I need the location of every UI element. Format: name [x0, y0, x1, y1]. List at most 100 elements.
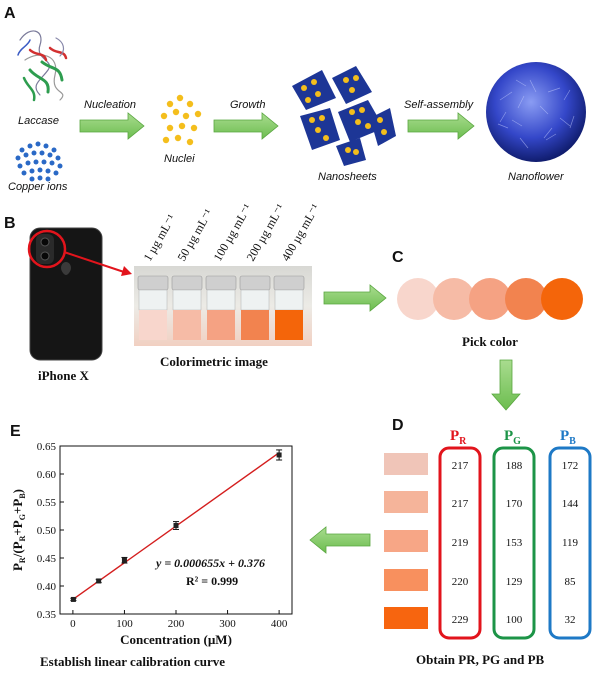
pick-color-label: Pick color [462, 334, 518, 349]
vial [273, 275, 305, 340]
pr-column-frame [438, 446, 482, 640]
data-point [121, 557, 127, 563]
pr-value: 220 [452, 576, 469, 588]
x-tick-label: 400 [271, 618, 288, 630]
picked-color-circle [505, 278, 547, 320]
vial [205, 275, 237, 340]
panel-label-a: A [4, 5, 16, 22]
photo-to-color-arrow [323, 284, 387, 312]
pb-value: 85 [565, 576, 577, 588]
header-pr: PR [450, 428, 467, 447]
pr-values: 217 217 219 220 229 [452, 460, 469, 626]
self-assembly-label: Self-assembly [404, 99, 475, 111]
color-swatch [384, 569, 428, 591]
growth-arrow [213, 112, 279, 140]
x-tick-label: 300 [219, 618, 236, 630]
pg-value: 129 [506, 576, 523, 588]
picked-color-circle [397, 278, 439, 320]
pb-value: 119 [562, 537, 579, 549]
color-swatch [384, 530, 428, 552]
picked-color-circle [541, 278, 583, 320]
y-tick-label: 0.35 [37, 609, 57, 621]
x-tick-label: 200 [168, 618, 185, 630]
nanoflower-icon [486, 62, 586, 162]
copper-ions-icon [15, 141, 63, 182]
y-tick-label: 0.55 [37, 497, 57, 509]
nanosheets-label: Nanosheets [318, 171, 377, 183]
picked-color-circle [469, 278, 511, 320]
concentration-label: 1 µg mL⁻¹ [140, 212, 178, 264]
data-point [70, 596, 76, 602]
chart-caption: Establish linear calibration curve [40, 654, 225, 669]
color-swatch [384, 607, 428, 629]
iphone-icon [29, 227, 103, 361]
pr-value: 219 [452, 537, 469, 549]
x-tick-label: 0 [70, 618, 76, 630]
panel-label-d: D [392, 417, 404, 434]
copper-label: Copper ions [8, 181, 68, 193]
nucleation-label: Nucleation [84, 99, 136, 111]
pb-value: 172 [562, 460, 579, 472]
color-to-values-arrow [491, 359, 521, 411]
pg-value: 153 [506, 537, 523, 549]
y-tick-label: 0.65 [37, 441, 57, 453]
picked-color-circles [397, 278, 583, 320]
nuclei-icon [160, 94, 202, 146]
self-assembly-arrow [407, 112, 475, 140]
pb-column-frame [548, 446, 592, 640]
camera-pointer-arrowhead [121, 266, 132, 276]
data-point [173, 523, 179, 529]
x-axis-title: Concentration (µM) [120, 632, 232, 647]
pg-value: 170 [506, 498, 523, 510]
nanosheets-icon [292, 66, 396, 166]
panel-label-b: B [4, 215, 16, 232]
camera-pointer-line [63, 251, 125, 273]
pg-value: 188 [506, 460, 523, 472]
colorimetric-photo [134, 266, 312, 346]
plot-frame [59, 445, 293, 615]
fit-equation: y = 0.000655x + 0.376 [154, 556, 265, 570]
color-swatch [384, 491, 428, 513]
x-tick-label: 100 [116, 618, 133, 630]
y-tick-label: 0.50 [37, 525, 57, 537]
data-point [96, 578, 102, 584]
header-pg: PG [504, 428, 521, 447]
pg-column-frame [492, 446, 536, 640]
pr-value: 217 [452, 460, 469, 472]
nucleation-arrow [79, 112, 145, 140]
pb-values: 172 144 119 85 32 [562, 460, 579, 626]
values-to-curve-arrow [309, 526, 371, 554]
growth-label: Growth [230, 99, 265, 111]
camera-highlight-circle [27, 229, 67, 269]
iphone-label: iPhone X [38, 368, 90, 383]
pr-value: 217 [452, 498, 469, 510]
pg-values: 188 170 153 129 100 [506, 460, 523, 626]
concentration-label: 50 µg mL⁻¹ [174, 206, 215, 263]
picked-color-circle [433, 278, 475, 320]
vial [239, 275, 271, 340]
header-pb: PB [560, 428, 576, 447]
color-swatches [384, 453, 428, 629]
pr-value: 229 [452, 614, 469, 626]
concentration-labels: 1 µg mL⁻¹ 50 µg mL⁻¹ 100 µg mL⁻¹ 200 µg … [140, 201, 322, 263]
y-axis-title: PR/(PR+PG+PB) [10, 489, 27, 571]
nanoflower-label: Nanoflower [508, 171, 565, 183]
obtain-values-caption: Obtain PR, PG and PB [416, 652, 545, 667]
panel-label-c: C [392, 249, 404, 266]
pb-value: 144 [562, 498, 579, 510]
nuclei-label: Nuclei [164, 153, 195, 165]
laccase-structure-icon [17, 30, 68, 102]
colorimetric-image-label: Colorimetric image [160, 354, 268, 369]
color-swatch [384, 453, 428, 475]
pg-value: 100 [506, 614, 523, 626]
pb-value: 32 [565, 614, 576, 626]
y-tick-label: 0.40 [37, 581, 57, 593]
panel-label-e: E [10, 423, 21, 440]
y-tick-label: 0.60 [37, 469, 57, 481]
vial [171, 275, 203, 340]
laccase-label: Laccase [18, 115, 59, 127]
r-squared: R² = 0.999 [186, 574, 238, 588]
vial [137, 275, 169, 340]
